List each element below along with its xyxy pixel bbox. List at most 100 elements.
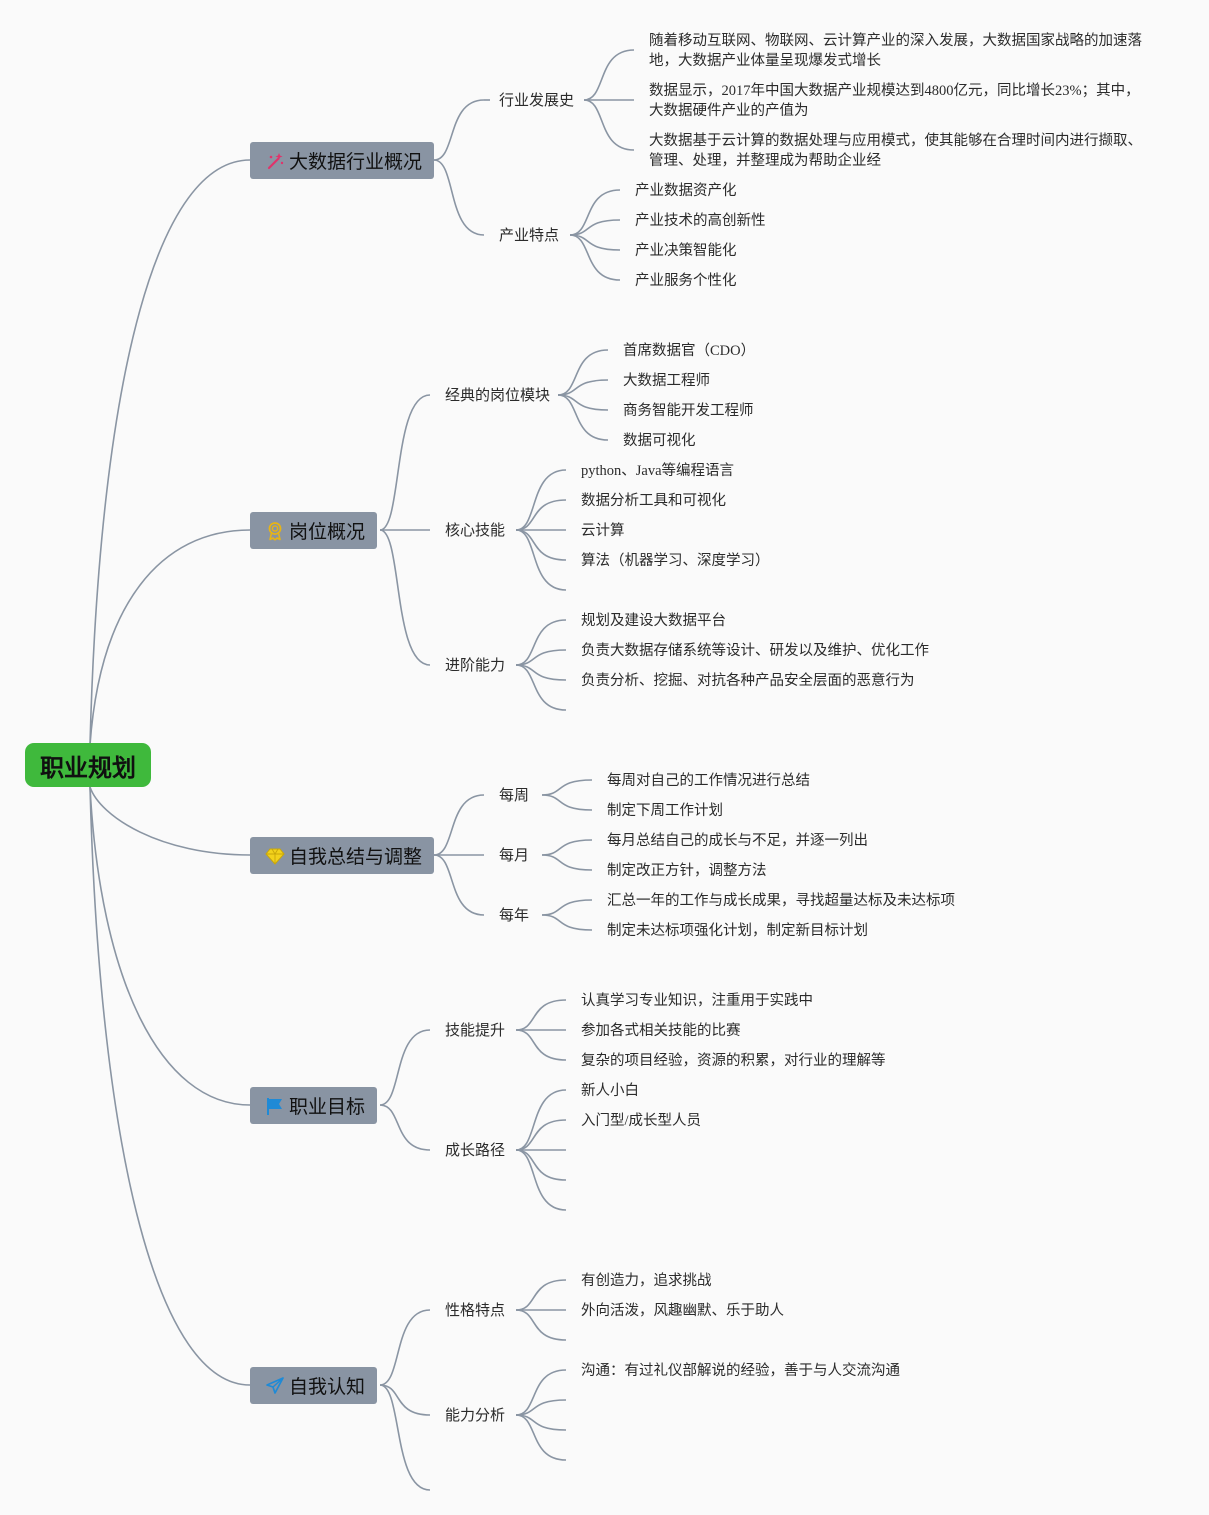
leaf-improve-3: 复杂的项目经验，资源的积累，对行业的理解等 [581,1053,886,1069]
sub-weekly[interactable]: 每周 [499,788,530,804]
leaf-role-1: 首席数据官（CDO） [623,343,756,359]
branch-industry-overview[interactable]: 大数据行业概况 [250,142,435,179]
branch-connector [379,1309,431,1386]
leaf-feature-2: 产业技术的高创新性 [635,213,766,229]
paper-plane-icon [264,1375,286,1397]
root-node[interactable]: 职业规划 [25,743,151,787]
sub-skill-improvement[interactable]: 技能提升 [445,1023,506,1039]
leaf-connector [541,854,593,871]
leaf-connector [569,234,621,281]
leaf-connector [515,1309,567,1341]
leaf-role-4: 数据可视化 [623,433,696,449]
leaf-role-2: 大数据工程师 [623,373,710,389]
leaf-connector [541,794,593,811]
leaf-weekly-2: 制定下周工作计划 [607,803,723,819]
leaf-advanced-1: 规划及建设大数据平台 [581,613,726,629]
leaf-improve-2: 参加各式相关技能的比赛 [581,1023,741,1039]
sub-industry-history[interactable]: 行业发展史 [499,93,575,109]
branch-label: 大数据行业概况 [289,152,423,173]
branch-connector [379,1104,431,1151]
branch-label: 自我总结与调整 [289,847,423,868]
leaf-connector [515,529,567,561]
leaf-monthly-1: 每月总结自己的成长与不足，并逐一列出 [607,833,868,849]
sub-personality[interactable]: 性格特点 [445,1303,506,1319]
sub-classic-roles[interactable]: 经典的岗位模块 [445,388,551,404]
magic-wand-icon [264,150,286,172]
leaf-advanced-3: 负责分析、挖掘、对抗各种产品安全层面的恶意行为 [581,673,915,689]
branch-connector [379,1029,431,1106]
branch-connector [433,854,485,916]
leaf-history-3: 大数据基于云计算的数据处理与应用模式，使其能够在合理时间内进行撷取、管理、处理，… [649,133,1142,169]
leaf-connector [515,1369,567,1416]
leaf-feature-3: 产业决策智能化 [635,243,737,259]
leaf-ability-1: 沟通：有过礼仪部解说的经验，善于与人交流沟通 [581,1363,900,1379]
branch-career-goals[interactable]: 职业目标 [250,1087,378,1124]
branch-label: 自我认知 [289,1377,366,1398]
leaf-history-2: 数据显示，2017年中国大数据产业规模达到4800亿元，同比增长23%；其中，大… [649,83,1140,119]
sub-industry-features[interactable]: 产业特点 [499,228,560,244]
leaf-connector [515,1279,567,1311]
root-connector [89,159,251,746]
award-ribbon-icon [264,520,286,542]
branch-self-review[interactable]: 自我总结与调整 [250,837,435,874]
flag-icon [264,1095,286,1117]
branch-self-awareness[interactable]: 自我认知 [250,1367,378,1404]
leaf-skill-2: 数据分析工具和可视化 [581,493,726,509]
leaf-connector [557,394,609,441]
leaf-personality-2: 外向活泼，风趣幽默、乐于助人 [581,1303,784,1319]
leaf-connector [515,529,567,591]
leaf-skill-3: 云计算 [581,523,625,539]
leaf-connector [515,469,567,531]
branch-connector [433,99,485,161]
leaf-connector [515,1119,567,1151]
leaf-connector [515,1149,567,1211]
leaf-monthly-2: 制定改正方针，调整方法 [607,863,767,879]
leaf-connector [515,619,567,666]
leaf-yearly-1: 汇总一年的工作与成长成果，寻找超量达标及未达标项 [607,893,955,909]
leaf-connector [541,899,593,916]
leaf-skill-1: python、Java等编程语言 [581,463,735,479]
leaf-connector [541,914,593,931]
root-connector [89,786,251,1386]
branch-connector [433,159,485,236]
root-connector [89,786,251,856]
root-connector [89,786,251,1106]
branch-connector [379,394,431,531]
leaf-connector [515,1414,567,1461]
sub-monthly[interactable]: 每月 [499,848,530,864]
leaf-connector [541,839,593,856]
branch-connector [379,1384,431,1416]
leaf-connector [515,1089,567,1151]
leaf-feature-1: 产业数据资产化 [635,183,737,199]
leaf-growth-2: 入门型/成长型人员 [581,1113,702,1129]
leaf-history-1: 随着移动互联网、物联网、云计算产业的深入发展，大数据国家战略的加速落地，大数据产… [649,33,1142,69]
sub-growth-path[interactable]: 成长路径 [445,1143,506,1159]
leaf-connector [515,664,567,711]
leaf-advanced-2: 负责大数据存储系统等设计、研发以及维护、优化工作 [581,643,929,659]
leaf-connector [515,1029,567,1061]
branch-connector [379,529,431,666]
leaf-yearly-2: 制定未达标项强化计划，制定新目标计划 [607,923,868,939]
sub-core-skills[interactable]: 核心技能 [445,523,506,539]
leaf-personality-1: 有创造力，追求挑战 [581,1273,712,1289]
leaf-connector [569,189,621,236]
leaf-connector [557,349,609,396]
root-connector [89,529,251,746]
leaf-connector [583,49,635,101]
leaf-growth-1: 新人小白 [581,1083,639,1099]
diamond-icon [264,845,286,867]
sub-ability-analysis[interactable]: 能力分析 [445,1408,506,1424]
leaf-improve-1: 认真学习专业知识，注重用于实践中 [581,993,813,1009]
leaf-feature-4: 产业服务个性化 [635,273,737,289]
branch-label: 岗位概况 [289,522,366,543]
branch-job-overview[interactable]: 岗位概况 [250,512,378,549]
sub-yearly[interactable]: 每年 [499,908,530,924]
leaf-connector [515,499,567,531]
leaf-connector [515,999,567,1031]
leaf-connector [583,99,635,151]
branch-connector [433,794,485,856]
sub-advanced-abilities[interactable]: 进阶能力 [445,658,506,674]
leaf-weekly-1: 每周对自己的工作情况进行总结 [607,773,810,789]
